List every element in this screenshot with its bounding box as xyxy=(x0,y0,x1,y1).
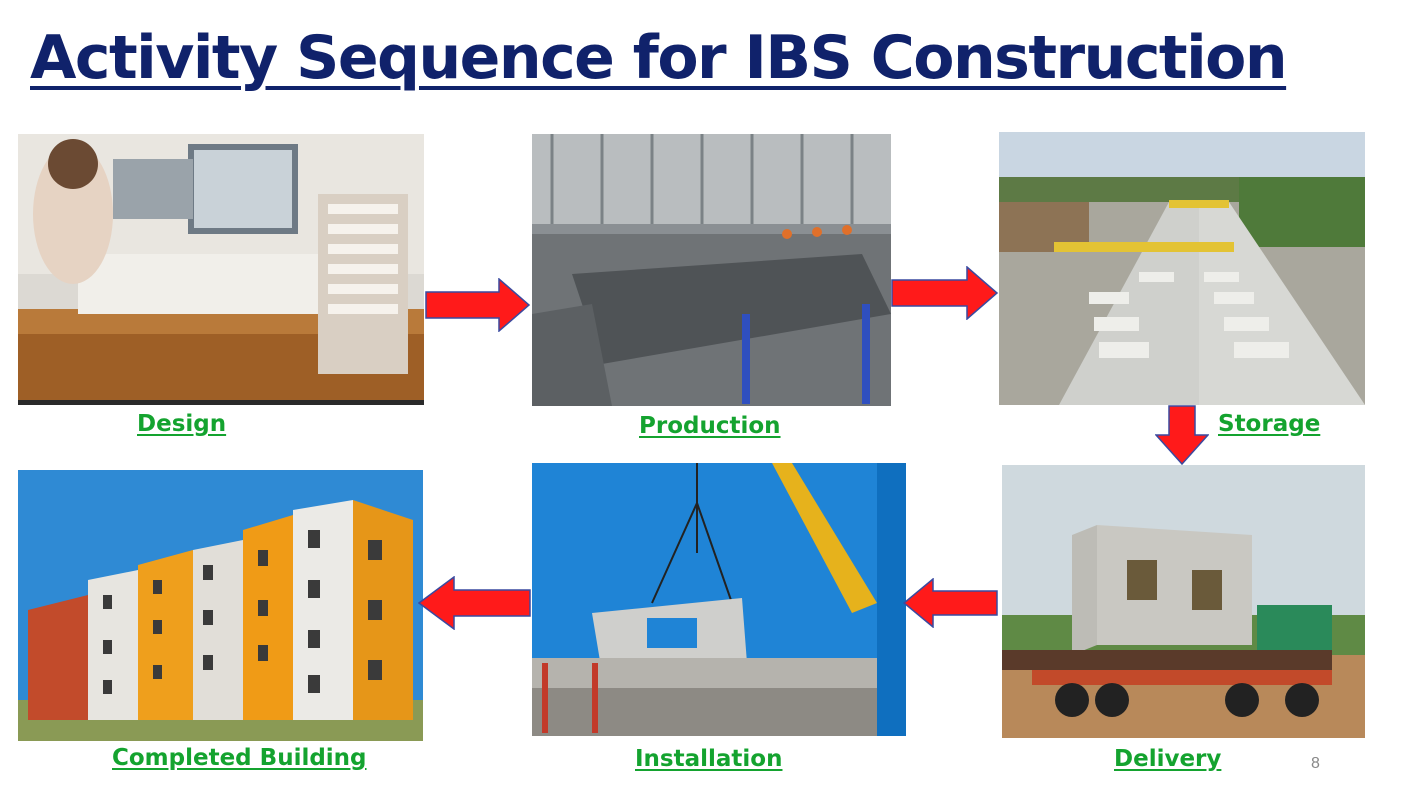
completed-building-photo xyxy=(18,470,423,741)
delivery-photo xyxy=(1002,465,1365,738)
storage-photo xyxy=(999,132,1365,405)
arrow-left-icon xyxy=(903,578,999,628)
production-label: Production xyxy=(639,413,781,439)
arrow-right-icon xyxy=(891,266,999,320)
arrow-right-icon xyxy=(425,278,531,332)
installation-label: Installation xyxy=(635,746,783,772)
arrow-down-icon xyxy=(1155,405,1209,466)
delivery-label: Delivery xyxy=(1114,746,1222,772)
storage-label: Storage xyxy=(1218,411,1321,437)
arrow-left-icon xyxy=(418,576,532,630)
production-photo xyxy=(532,134,891,406)
design-label: Design xyxy=(137,411,227,437)
installation-photo xyxy=(532,463,906,736)
design-photo xyxy=(18,134,424,405)
page-number: 8 xyxy=(1311,755,1320,772)
completed-building-label: Completed Building xyxy=(112,745,367,771)
slide-title: Activity Sequence for IBS Construction xyxy=(30,23,1288,93)
